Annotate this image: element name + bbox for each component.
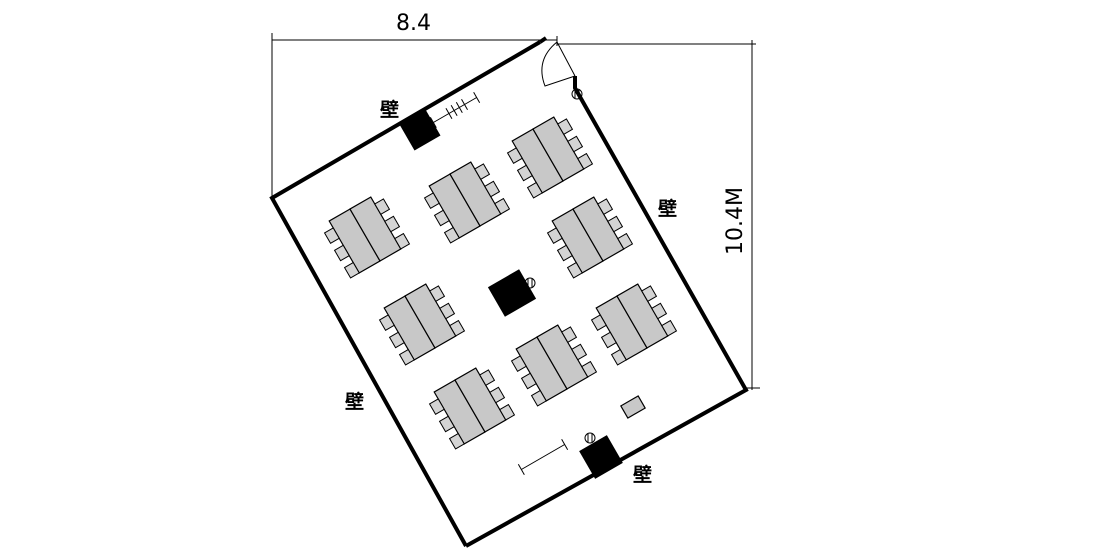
chair bbox=[610, 348, 627, 366]
chair bbox=[571, 343, 588, 361]
table-group bbox=[510, 324, 598, 407]
width-label: 8.4 bbox=[396, 11, 431, 36]
chair bbox=[333, 244, 350, 262]
chair bbox=[323, 227, 340, 245]
chair bbox=[378, 314, 395, 332]
table-group bbox=[378, 283, 466, 366]
depth-label: 10.4M bbox=[723, 187, 748, 255]
wall-label-left: 壁 bbox=[345, 390, 364, 413]
chair bbox=[651, 302, 668, 320]
chair bbox=[374, 198, 391, 216]
chair bbox=[520, 372, 537, 390]
table-group bbox=[423, 161, 511, 244]
chair bbox=[448, 432, 465, 450]
wall-label-bottom: 壁 bbox=[633, 463, 652, 486]
outlet-icon bbox=[571, 88, 583, 100]
chair bbox=[494, 197, 511, 215]
chair bbox=[510, 355, 527, 373]
chair bbox=[428, 398, 445, 416]
chair bbox=[433, 209, 450, 227]
chair bbox=[590, 314, 607, 332]
coat-rack-icon bbox=[517, 439, 569, 475]
table-group bbox=[546, 196, 634, 279]
chair bbox=[561, 326, 578, 344]
coat-rack-icon bbox=[429, 92, 481, 128]
chair bbox=[443, 226, 460, 244]
chair bbox=[394, 232, 411, 250]
chair bbox=[597, 198, 614, 216]
width-dimension: 8.4 bbox=[271, 11, 558, 196]
chair bbox=[617, 232, 634, 250]
chair bbox=[429, 285, 446, 303]
equipment-box bbox=[620, 395, 646, 419]
pillar-icon bbox=[579, 435, 623, 479]
chair bbox=[566, 261, 583, 279]
wall-label-top: 壁 bbox=[380, 98, 399, 121]
chair bbox=[384, 215, 401, 233]
chair bbox=[557, 118, 574, 136]
chair bbox=[506, 147, 523, 165]
chair bbox=[484, 180, 501, 198]
chair bbox=[530, 389, 547, 407]
chair bbox=[439, 302, 456, 320]
chair bbox=[641, 285, 658, 303]
chair bbox=[567, 135, 584, 153]
chair bbox=[343, 261, 360, 279]
chair bbox=[546, 227, 563, 245]
chair bbox=[388, 331, 405, 349]
chair bbox=[577, 152, 594, 170]
chair bbox=[581, 360, 598, 378]
pillar-icon bbox=[487, 269, 537, 317]
chair bbox=[499, 403, 516, 421]
outlet-icon bbox=[584, 432, 596, 444]
chair bbox=[600, 331, 617, 349]
chair bbox=[516, 164, 533, 182]
table-group bbox=[323, 196, 411, 279]
wall-label-right: 壁 bbox=[658, 197, 677, 220]
pillar-icon bbox=[399, 109, 441, 151]
chair bbox=[398, 348, 415, 366]
chair bbox=[556, 244, 573, 262]
chair bbox=[474, 163, 491, 181]
chair bbox=[661, 319, 678, 337]
tables-layer bbox=[323, 116, 678, 450]
chair bbox=[423, 192, 440, 210]
door-swing-icon bbox=[541, 41, 576, 87]
chair bbox=[489, 386, 506, 404]
chair bbox=[526, 181, 543, 199]
depth-dimension: 10.4M bbox=[557, 40, 760, 390]
outlet-icon bbox=[524, 277, 536, 289]
table-group bbox=[590, 283, 678, 366]
chair bbox=[449, 319, 466, 337]
table-group bbox=[506, 116, 594, 199]
chair bbox=[479, 369, 496, 387]
chair bbox=[438, 415, 455, 433]
chair bbox=[607, 215, 624, 233]
table-group bbox=[428, 367, 516, 450]
